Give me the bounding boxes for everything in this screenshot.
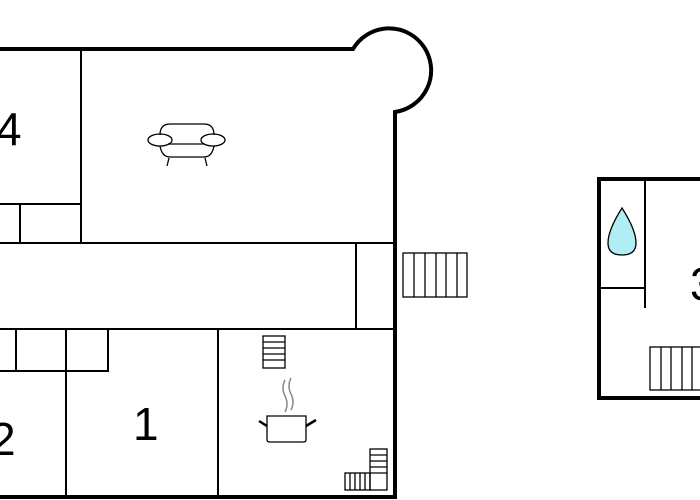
closet — [0, 329, 109, 372]
stairs-icon — [402, 252, 468, 298]
room-label-1: 1 — [133, 398, 159, 450]
room-label-3: 3 — [690, 258, 700, 310]
cooking-pot-icon — [258, 377, 317, 443]
water-drop-icon — [607, 206, 637, 256]
outer-wall — [0, 26, 434, 499]
room-label-4: 4 — [0, 103, 22, 155]
stairs-icon — [262, 335, 286, 369]
room-label-2: 2 — [0, 413, 16, 465]
stairs-icon — [344, 448, 388, 491]
sofa-icon — [147, 123, 226, 167]
main-building: 4 1 2 — [0, 26, 468, 499]
annex-building: 3 — [597, 177, 700, 400]
stairs-icon — [649, 346, 700, 391]
closet — [0, 203, 81, 243]
